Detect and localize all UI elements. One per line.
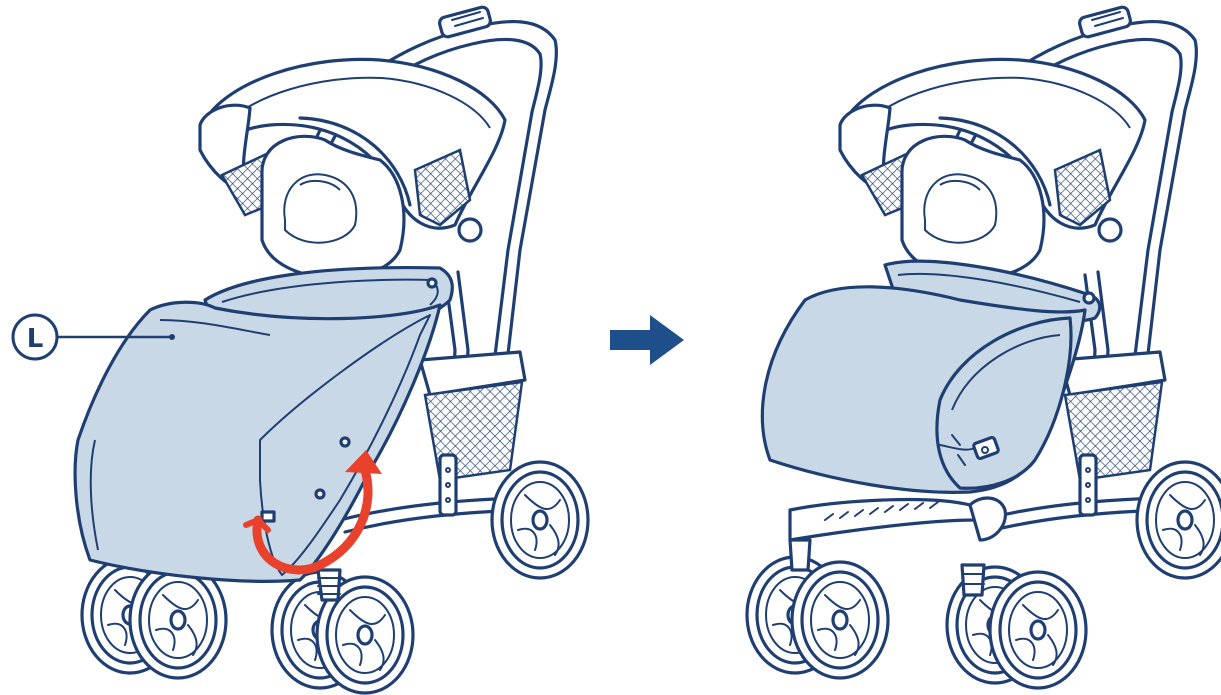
callout-label: L (27, 324, 44, 354)
wheel-rear-right-after (1137, 462, 1221, 578)
footrest (790, 500, 975, 540)
stroller-before: L (13, 6, 588, 693)
footmuff-open (75, 268, 452, 582)
right-arrow-icon (610, 315, 684, 365)
stroller-after (747, 6, 1221, 688)
footmuff-closed (762, 261, 1099, 540)
wheel-front-left-after (792, 562, 888, 678)
wheel-front-right-inner-after (990, 572, 1086, 688)
wheel-rear-right (492, 462, 588, 578)
